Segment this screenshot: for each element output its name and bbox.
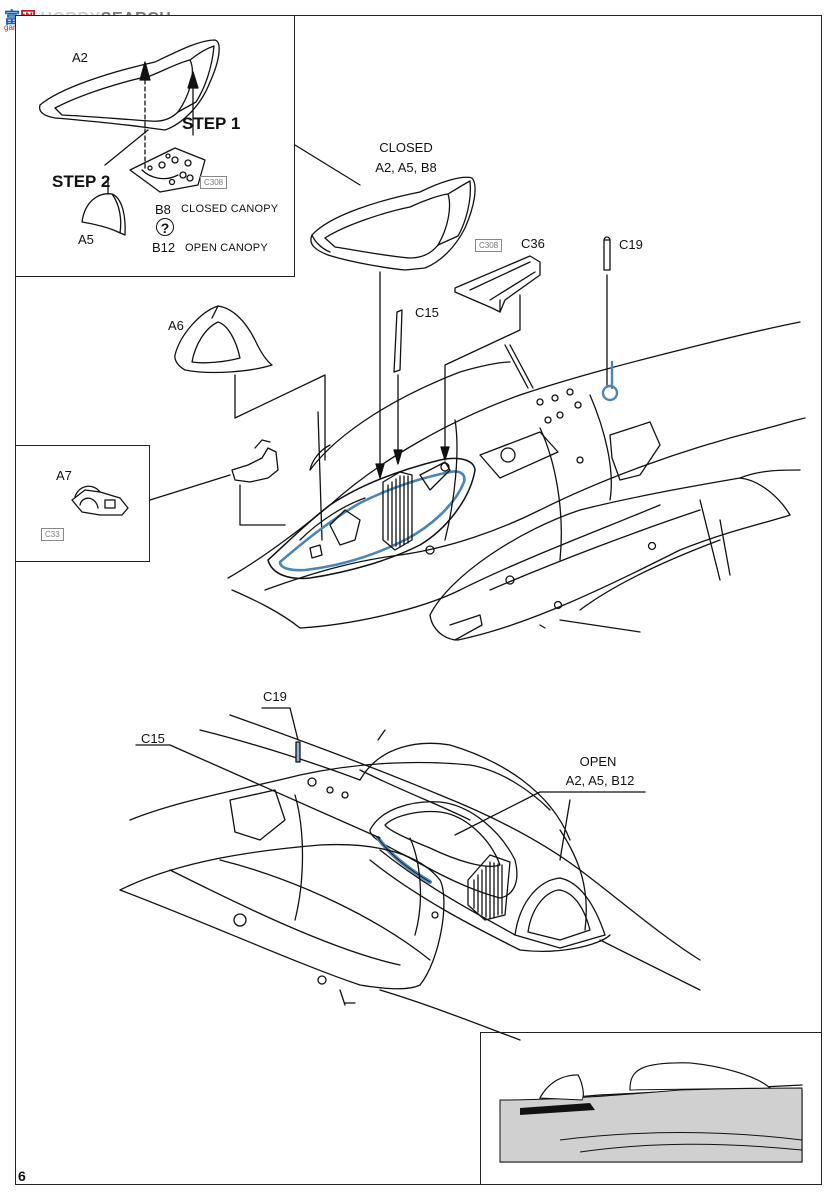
label-lower-c19: C19 [263,689,287,704]
lower-fuselage-drawing [119,714,701,1041]
label-closed-canopy: CLOSED CANOPY [181,203,279,215]
ref-c308-main: C308 [475,239,503,252]
step-1-label: STEP 1 [182,114,241,133]
label-c15: C15 [415,305,439,320]
label-open-canopy: OPEN CANOPY [185,242,268,254]
step-2-label: STEP 2 [52,172,111,191]
profile-fill [499,1087,803,1163]
question-mark: ? [160,220,170,236]
label-a7: A7 [56,468,72,483]
label-closed-parts: A2, A5, B8 [375,160,437,175]
page-number: 6 [18,1168,26,1184]
part-c36-drawing [454,255,541,313]
profile-rail [520,1103,595,1115]
part-b8-drawing [129,147,206,193]
label-c19: C19 [619,237,643,252]
upper-fuselage-drawing [227,321,806,641]
part-a5-drawing [81,179,126,236]
label-b12: B12 [152,240,176,255]
part-a7-drawing [71,485,129,516]
part-a6-drawing [174,305,273,374]
part-a7-inplace-drawing [231,439,279,483]
label-lower-c15: C15 [141,731,165,746]
label-a6: A6 [168,318,184,333]
label-c36: C36 [521,236,545,251]
part-c19-drawing [603,236,611,271]
label-a2: A2 [72,50,88,65]
inset-a7 [15,445,150,562]
label-b8: B8 [155,202,171,217]
label-a5: A5 [78,232,94,247]
label-open-title: OPEN [579,754,617,769]
inset-canopy-steps [15,15,295,277]
closed-canopy-drawing [310,176,476,271]
ref-c33: C33 [41,528,64,541]
label-open-parts: A2, A5, B12 [565,773,635,788]
part-c15-drawing [393,309,403,373]
label-closed-title: CLOSED [379,140,433,155]
question-circle-icon: ? [156,218,174,236]
ref-c308-inset: C308 [200,176,228,189]
